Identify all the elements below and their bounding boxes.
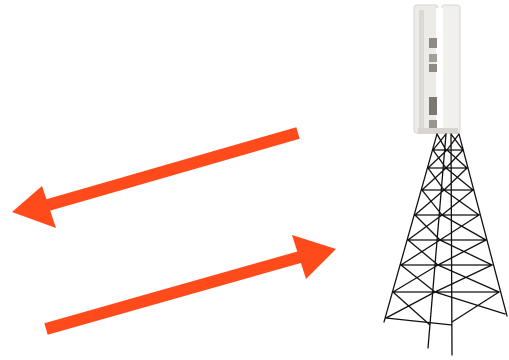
panel-antenna-icon	[413, 4, 461, 134]
incoming-signal-arrow	[44, 235, 336, 335]
arrow-left-icon	[12, 186, 56, 228]
lattice-tower-icon	[383, 133, 508, 356]
arrow-left-shaft	[46, 127, 300, 211]
outgoing-signal-arrow	[12, 127, 300, 228]
arrow-right-icon	[292, 235, 336, 279]
arrow-right-shaft	[44, 251, 302, 335]
